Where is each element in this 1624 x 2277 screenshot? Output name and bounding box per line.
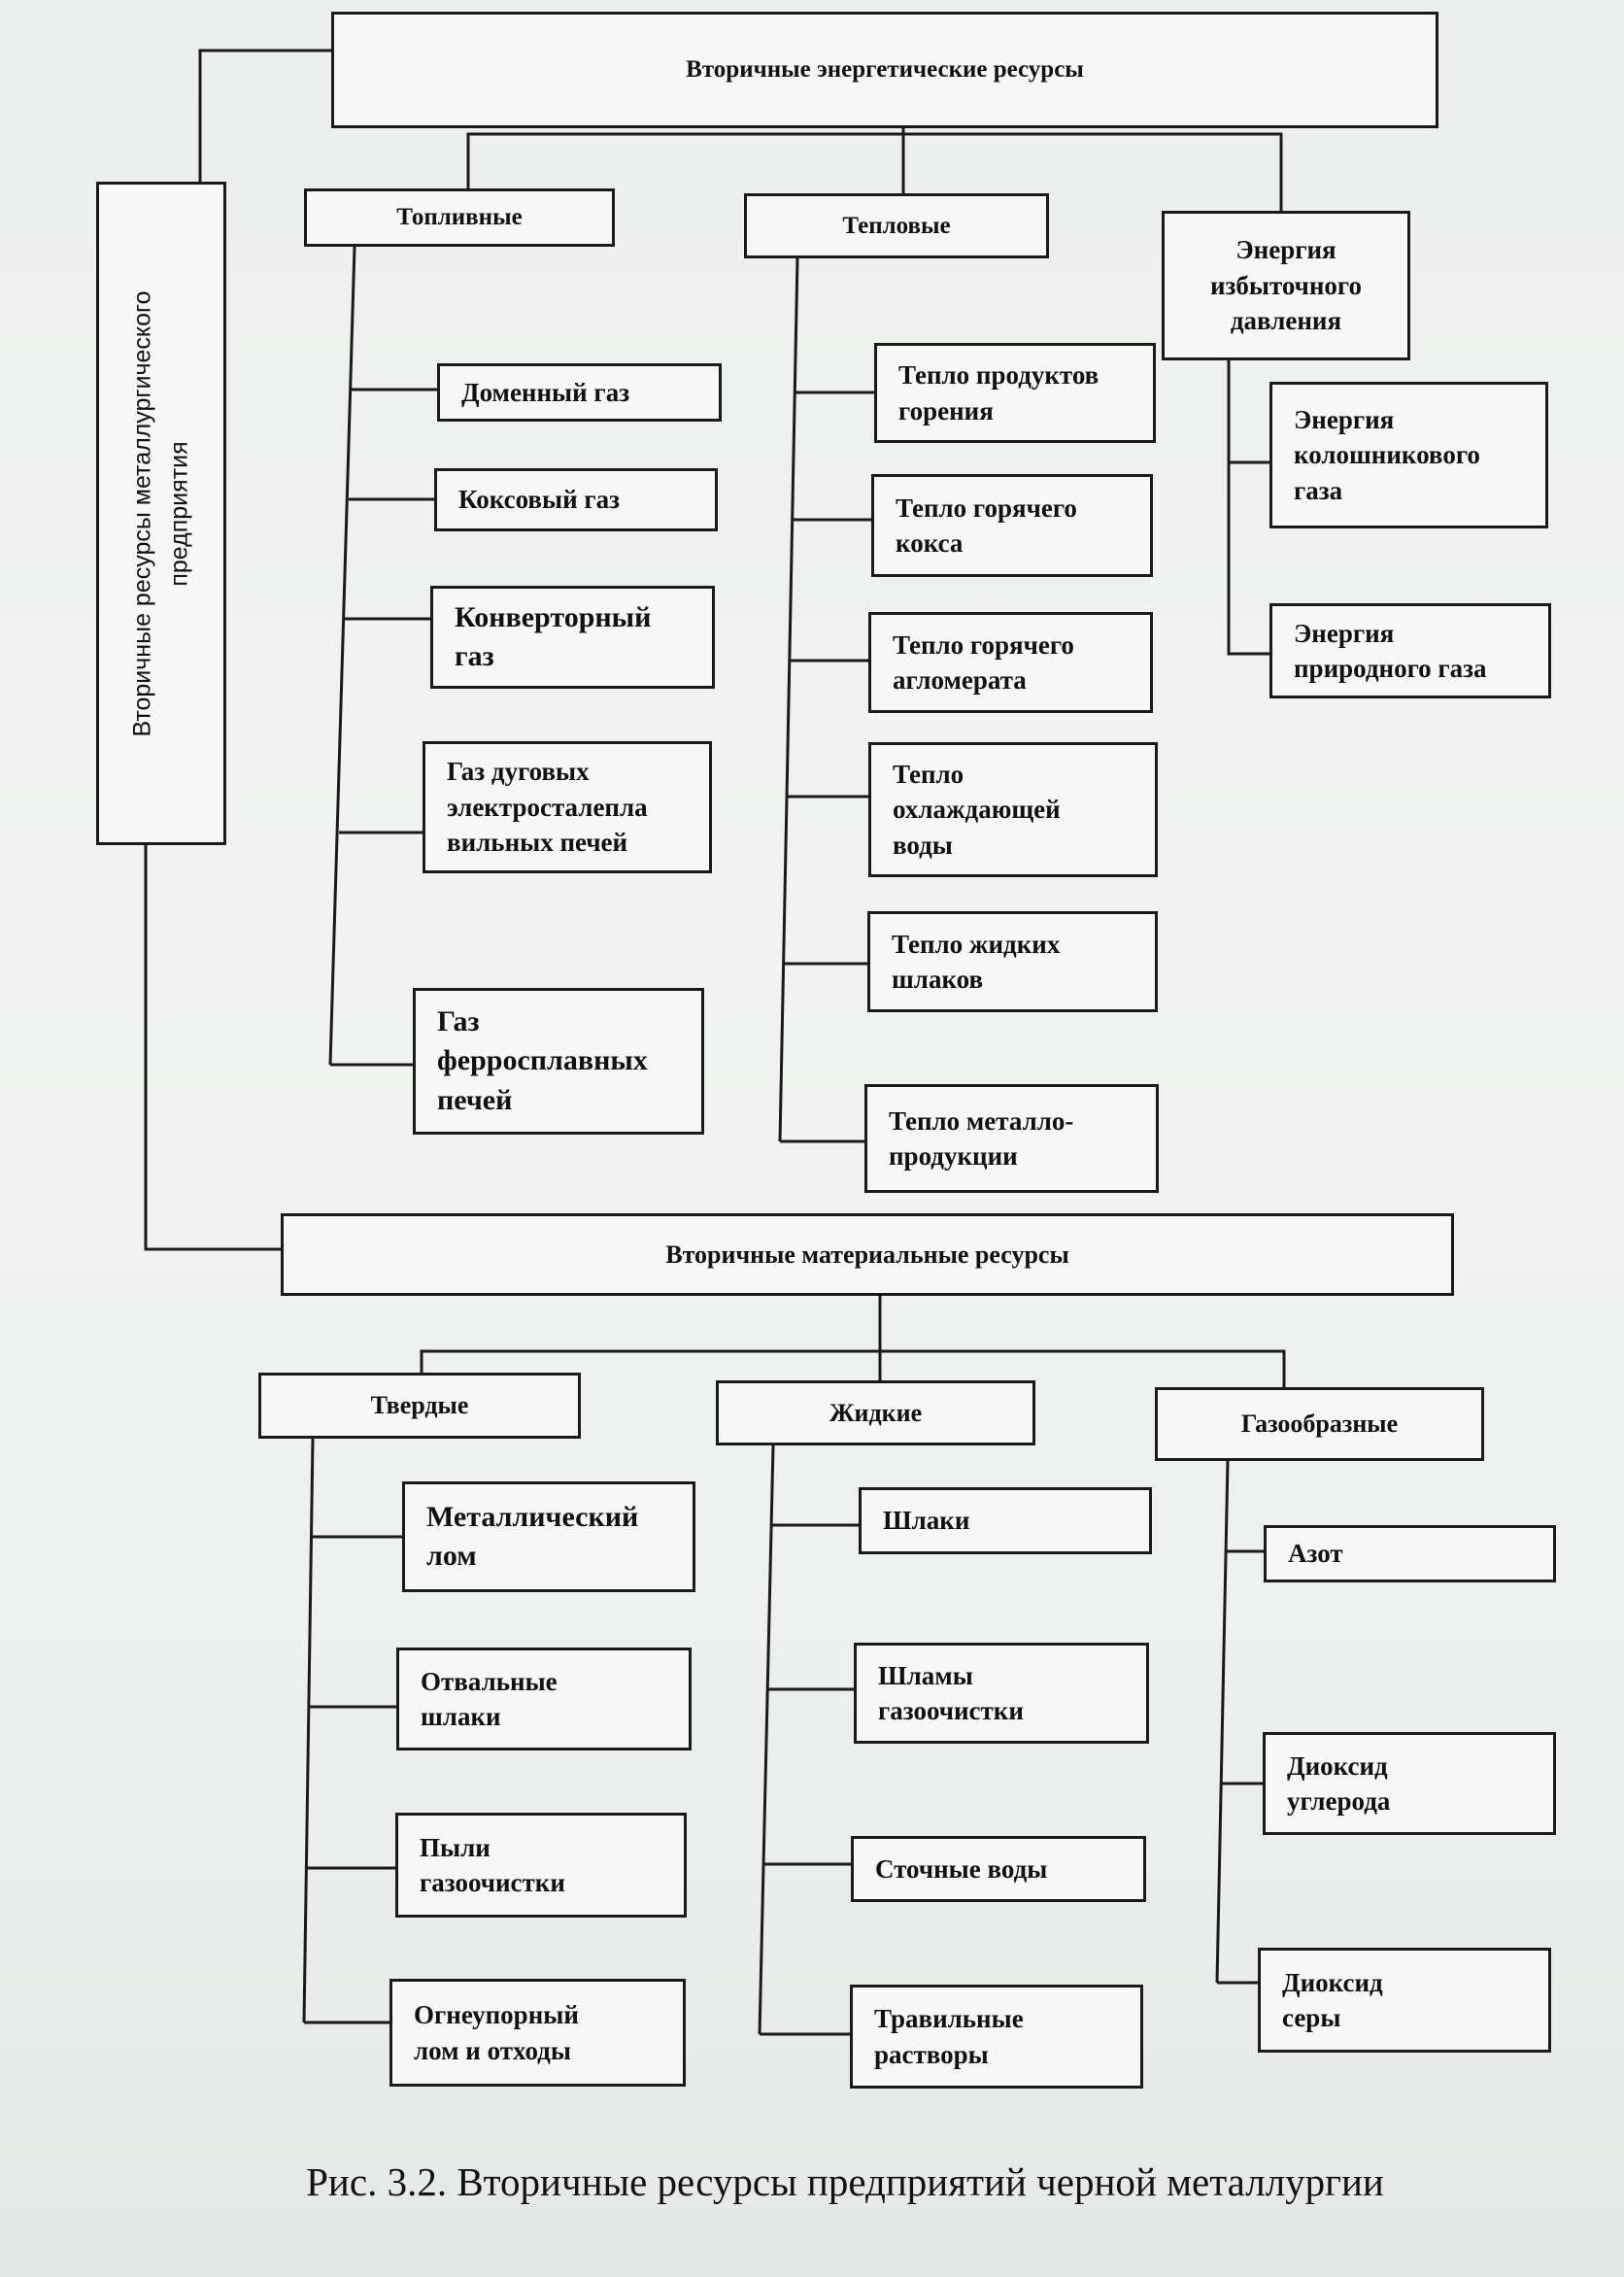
item-natural-gas-energy: Энергия природного газа (1269, 603, 1551, 698)
item-cooling-water-heat: Тепло охлаждающей воды (868, 742, 1158, 877)
item-pickling-solutions: Травильные растворы (850, 1985, 1143, 2089)
figure-caption: Рис. 3.2. Вторичные ресурсы предприятий … (306, 2159, 1384, 2204)
metallurgical-resources-root: Вторичные ресурсы металлургического пред… (96, 182, 226, 845)
energy-resources-root: Вторичные энергетические ресурсы (331, 12, 1438, 128)
item-liquid-slag-heat: Тепло жидких шлаков (867, 911, 1158, 1012)
item-sulfur-dioxide: Диоксид серы (1258, 1948, 1551, 2053)
item-gas-cleaning-dust: Пыли газоочистки (395, 1813, 687, 1918)
item-nitrogen: Азот (1264, 1525, 1556, 1582)
group-solid: Твердые (258, 1373, 581, 1439)
group-heat: Тепловые (744, 193, 1049, 258)
item-slag: Шлаки (859, 1487, 1152, 1554)
material-resources-root: Вторичные материальные ресурсы (281, 1213, 1454, 1296)
item-combustion-heat: Тепло продуктов горения (874, 343, 1156, 443)
item-coke-gas: Коксовый газ (434, 468, 718, 531)
group-pressure: Энергия избыточного давления (1162, 211, 1410, 360)
item-converter-gas: Конверторный газ (430, 586, 715, 689)
group-gaseous: Газообразные (1155, 1387, 1484, 1461)
item-agglomerate-heat: Тепло горячего агломерата (868, 612, 1153, 713)
item-sludge: Шламы газоочистки (854, 1643, 1149, 1744)
item-dump-slag: Отвальные шлаки (396, 1648, 692, 1750)
item-ferroalloy-gas: Газ ферросплавных печей (413, 988, 704, 1135)
item-refractory-scrap: Огнеупорный лом и отходы (389, 1979, 686, 2087)
item-waste-water: Сточные воды (851, 1836, 1146, 1902)
item-blast-furnace-gas: Доменный газ (437, 363, 722, 422)
item-top-gas-energy: Энергия колошникового газа (1269, 382, 1548, 528)
item-arc-furnace-gas: Газ дуговых электросталепла вильных пече… (423, 741, 712, 873)
group-fuel: Топливные (304, 188, 615, 247)
side-label: Вторичные ресурсы металлургического пред… (128, 289, 193, 737)
item-hot-coke-heat: Тепло горячего кокса (871, 474, 1153, 577)
group-liquid: Жидкие (716, 1380, 1035, 1445)
item-carbon-dioxide: Диоксид углерода (1263, 1732, 1556, 1835)
item-metal-scrap: Металлический лом (402, 1481, 695, 1592)
item-metal-products-heat: Тепло металло- продукции (864, 1084, 1159, 1193)
